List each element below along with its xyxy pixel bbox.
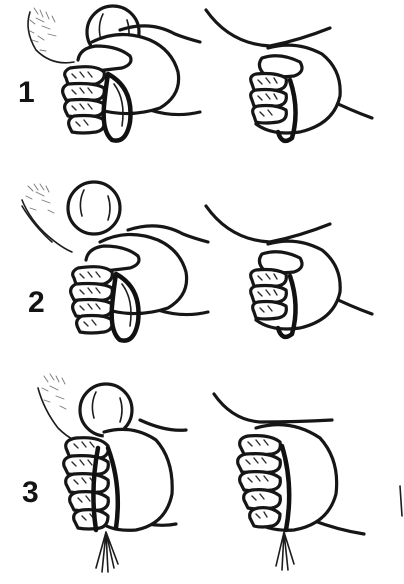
step-1: 1 — [18, 6, 372, 141]
step-3-number: 3 — [22, 476, 39, 509]
step-1-number: 1 — [18, 76, 35, 109]
step-3-hand-holding — [64, 420, 186, 572]
step-3: 3 — [22, 374, 364, 572]
step-1-hand-closed — [206, 10, 372, 141]
step-1-hand-holding — [63, 26, 200, 141]
step-3-hand-closed — [214, 394, 364, 570]
step-2-number: 2 — [28, 286, 45, 319]
edge-mark — [400, 486, 402, 516]
step-2-hand-holding — [71, 226, 208, 341]
step-2-ball — [68, 182, 120, 234]
step-2: 2 — [22, 182, 372, 341]
step-2-fuzz — [22, 184, 72, 252]
step-3-fuzz — [38, 374, 74, 440]
step-1-fuzz — [28, 8, 74, 63]
step-2-hand-closed — [206, 206, 372, 337]
